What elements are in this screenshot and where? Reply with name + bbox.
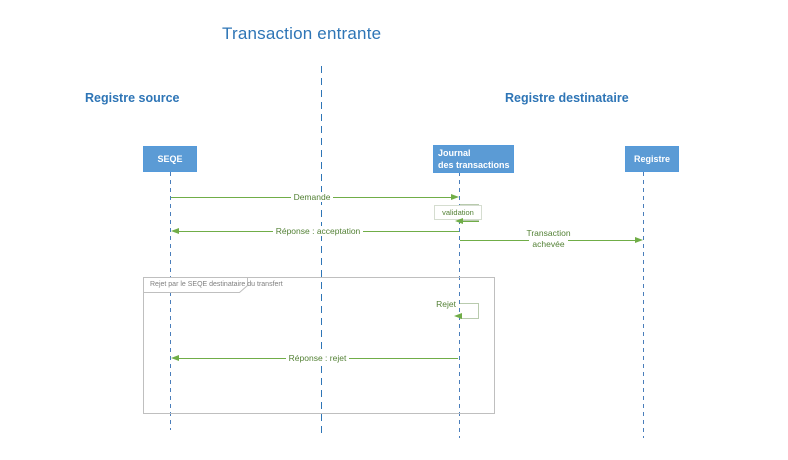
actor-box-registre: Registre [625,146,679,172]
actor-label-seqe: SEQE [157,154,183,164]
message-transaction-achevee-arrowhead-icon [635,237,643,243]
message-reponse-acceptation-label: Réponse : acceptation [177,226,459,237]
self-message-rejet-label: Rejet [436,299,456,309]
self-message-rejet-loop [460,303,479,319]
actor-box-seqe: SEQE [143,146,197,172]
fragment-label: Rejet par le SEQE destinataire du transf… [150,281,283,288]
message-demande-arrowhead-icon [451,194,459,200]
message-demande-label: Demande [171,192,453,203]
message-transaction-achevee-label: Transaction achevée [460,228,637,250]
actor-label-registre: Registre [633,154,670,164]
message-reponse-rejet-label: Réponse : rejet [177,353,458,364]
lifeline-journal [459,172,460,438]
lane-separator-line [321,66,322,437]
self-message-validation-arrowhead-icon [455,218,463,224]
actor-label-journal-line1: Journal [438,147,471,158]
actor-box-journal: Journal des transactions [433,145,514,173]
lane-label-registre-source: Registre source [85,91,180,105]
lifeline-registre [643,172,644,438]
lane-label-registre-destinataire: Registre destinataire [505,91,629,105]
message-reponse-acceptation-arrowhead-icon [171,228,179,234]
lifeline-seqe [170,172,171,430]
page-title: Transaction entrante [222,24,382,43]
message-reponse-rejet-arrowhead-icon [171,355,179,361]
self-message-validation-return-line [462,221,479,222]
actor-label-journal-line2: des transactions [438,160,510,170]
self-message-rejet-arrowhead-icon [454,313,462,319]
fragment-label-tab [143,277,248,293]
fragment-frame [143,277,495,414]
